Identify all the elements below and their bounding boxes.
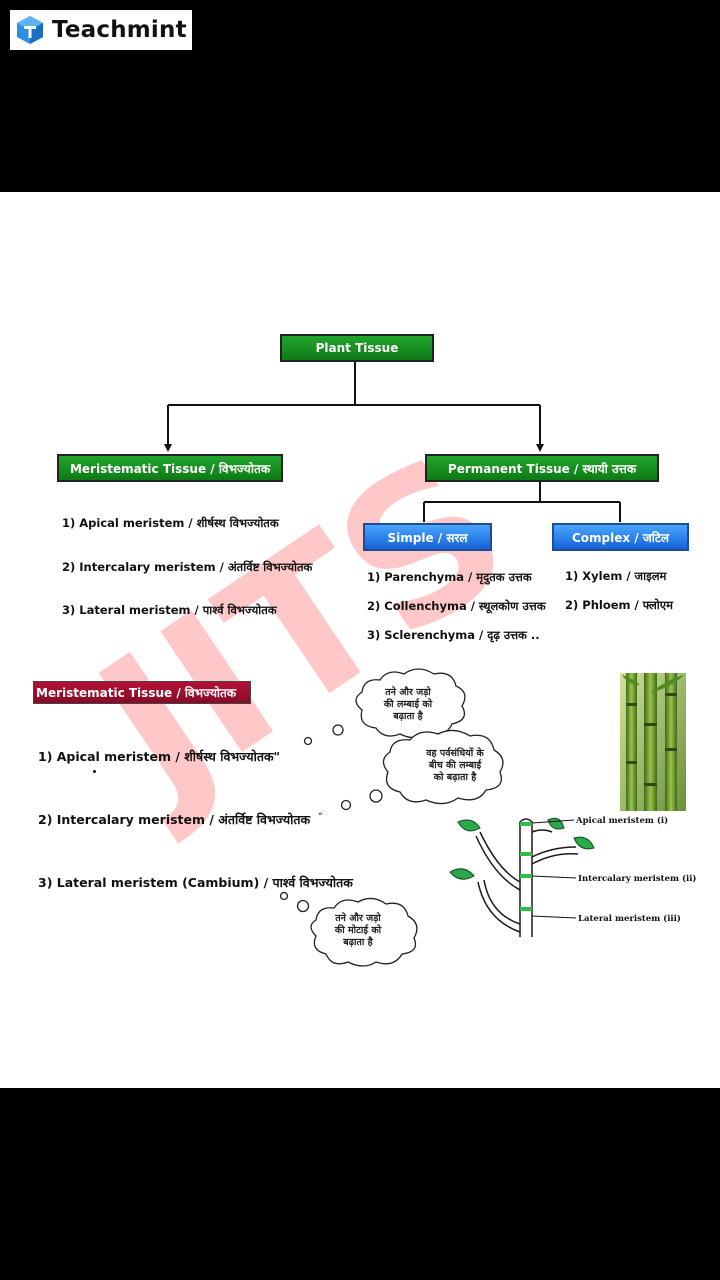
cloud-3-line-2: की मोटाई को — [334, 925, 382, 936]
meristem-item-3: 3) Lateral meristem / पार्श्व विभज्योतक — [62, 603, 277, 617]
complex-item-1: 1) Xylem / जाइलम — [565, 569, 667, 583]
simple-item-1: 1) Parenchyma / मृदुतक उत्तक — [367, 570, 532, 584]
cloud-3: तने और जड़ो की मोटाई को बढ़ाता है — [318, 913, 398, 949]
lower-item-1: 1) Apical meristem / शीर्षस्थ विभज्योतक" — [38, 749, 281, 764]
cloud-2-line-2: बीच की लम्बाई — [428, 760, 482, 771]
simple-item-2: 2) Collenchyma / स्थूलकोण उत्तक — [367, 599, 546, 613]
teachmint-logo: Teachmint — [10, 10, 192, 50]
lateral-meristem-label: Lateral meristem (iii) — [578, 914, 681, 924]
plant-tissue-box: Plant Tissue — [280, 334, 434, 362]
permanent-tissue-box: Permanent Tissue / स्थायी उत्तक — [425, 454, 659, 482]
intercalary-meristem-label: Intercalary meristem (ii) — [578, 874, 697, 884]
cloud-3-line-1: तने और जड़ो — [335, 913, 381, 924]
stray-dot — [93, 770, 96, 773]
complex-item-2: 2) Phloem / फ्लोएम — [565, 598, 674, 612]
meristem-item-2: 2) Intercalary meristem / अंतर्विष्ट विभ… — [62, 560, 313, 574]
degree-mark: ° — [318, 812, 323, 822]
brand-name: Teachmint — [52, 17, 187, 43]
complex-tissue-box: Complex / जटिल — [552, 523, 689, 551]
cloud-1: तने और जड़ो की लम्बाई को बढ़ाता है — [368, 687, 448, 723]
cloud-2-line-1: वह पर्वसंधियों के — [426, 748, 484, 759]
cloud-3-line-3: बढ़ाता है — [343, 937, 373, 948]
simple-item-3: 3) Sclerenchyma / दृढ़ उत्तक .. — [367, 628, 540, 642]
apical-meristem-label: Apical meristem (i) — [576, 816, 669, 826]
cloud-1-line-2: की लम्बाई को — [383, 699, 433, 710]
diagram-slide: JITS Plant Tissue Meristematic Tissue / … — [0, 192, 720, 1088]
thought-clouds — [279, 668, 504, 967]
meristem-item-1: 1) Apical meristem / शीर्षस्थ विभज्योतक — [62, 516, 279, 530]
meristem-plant-diagram — [449, 817, 595, 937]
cloud-1-line-3: बढ़ाता है — [393, 711, 423, 722]
lower-item-2: 2) Intercalary meristem / अंतर्विष्ट विभ… — [38, 812, 311, 827]
cloud-2-line-3: को बढ़ाता है — [433, 772, 477, 783]
simple-tissue-box: Simple / सरल — [363, 523, 492, 551]
teachmint-logo-icon — [17, 16, 43, 44]
bamboo-photo — [620, 673, 686, 811]
tree-connectors — [164, 360, 621, 522]
lower-item-3: 3) Lateral meristem (Cambium) / पार्श्व … — [38, 875, 353, 890]
cloud-1-line-1: तने और जड़ो — [385, 687, 431, 698]
meristematic-tissue-box: Meristematic Tissue / विभज्योतक — [57, 454, 283, 482]
lower-meristematic-header: Meristematic Tissue / विभज्योतक — [33, 681, 251, 704]
cloud-2: वह पर्वसंधियों के बीच की लम्बाई को बढ़ात… — [405, 748, 505, 784]
